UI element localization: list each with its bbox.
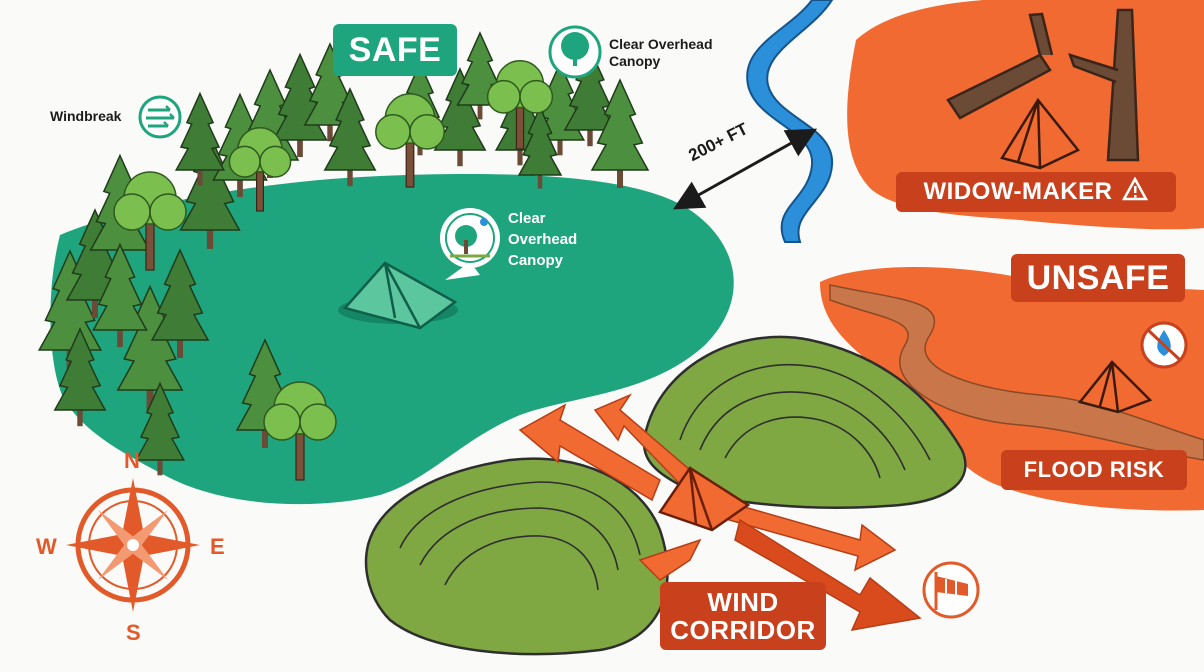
widow-maker-label: WIDOW-MAKER <box>896 172 1176 212</box>
flood-tent <box>1077 360 1153 414</box>
safe-zone <box>50 173 734 505</box>
pine-tree <box>563 47 617 147</box>
forest <box>37 31 650 481</box>
wind-tent <box>658 466 751 532</box>
leafy-tree <box>486 60 554 150</box>
pine-tree <box>517 105 563 189</box>
clear-canopy-top-line2: Canopy <box>609 53 661 69</box>
no-water-icon <box>1140 321 1188 369</box>
leafy-tree <box>228 126 292 212</box>
compass-east: E <box>210 534 225 559</box>
clear-canopy-top-line1: Clear Overhead <box>609 36 713 52</box>
compass-rose <box>66 478 200 612</box>
clear-canopy-mid-line1: Clear <box>508 210 546 227</box>
leafy-tree <box>263 381 337 481</box>
leafy-tree <box>113 171 187 271</box>
compass-north: N <box>124 448 140 473</box>
safe-tent <box>338 261 458 330</box>
clear-canopy-top-label: Clear Overhead Canopy <box>609 36 713 70</box>
pine-tree <box>150 248 210 358</box>
dry-creek-bed <box>829 284 1204 461</box>
windbreak-label: Windbreak <box>50 108 122 124</box>
pine-tree <box>590 78 650 188</box>
safe-zone-label: SAFE <box>333 24 457 76</box>
pine-tree <box>134 381 186 476</box>
distance-arrow <box>672 128 818 210</box>
pine-tree <box>53 327 107 427</box>
tree-icon <box>440 208 500 280</box>
pine-tree <box>174 91 226 186</box>
wind-corridor-line2: CORRIDOR <box>670 615 816 645</box>
leafy-tree <box>375 93 445 188</box>
pine-tree <box>323 87 377 187</box>
pine-tree <box>92 242 148 348</box>
wind-corridor-label: WIND CORRIDOR <box>660 582 826 650</box>
clear-canopy-mid-label: Clear Overhead Canopy <box>508 208 577 271</box>
warning-triangle-icon <box>1122 175 1149 208</box>
tree-icon <box>548 25 602 79</box>
clear-canopy-mid-line3: Canopy <box>508 252 564 269</box>
clear-canopy-mid-line2: Overhead <box>508 231 578 248</box>
hill-right <box>642 335 967 509</box>
flood-risk-label: FLOOD RISK <box>1001 450 1187 490</box>
unsafe-zone-label: UNSAFE <box>1011 254 1185 302</box>
hill-left <box>364 457 669 656</box>
dead-tree <box>946 8 1140 162</box>
river <box>746 0 834 243</box>
compass-south: S <box>126 620 141 645</box>
wind-arrows <box>518 393 922 631</box>
widow-maker-text: WIDOW-MAKER <box>923 178 1113 205</box>
compass-west: W <box>36 534 57 559</box>
wind-corridor-line1: WIND <box>707 587 779 617</box>
windsock-icon <box>922 561 980 619</box>
wind-icon <box>138 95 182 139</box>
widow-tent <box>1000 97 1080 170</box>
